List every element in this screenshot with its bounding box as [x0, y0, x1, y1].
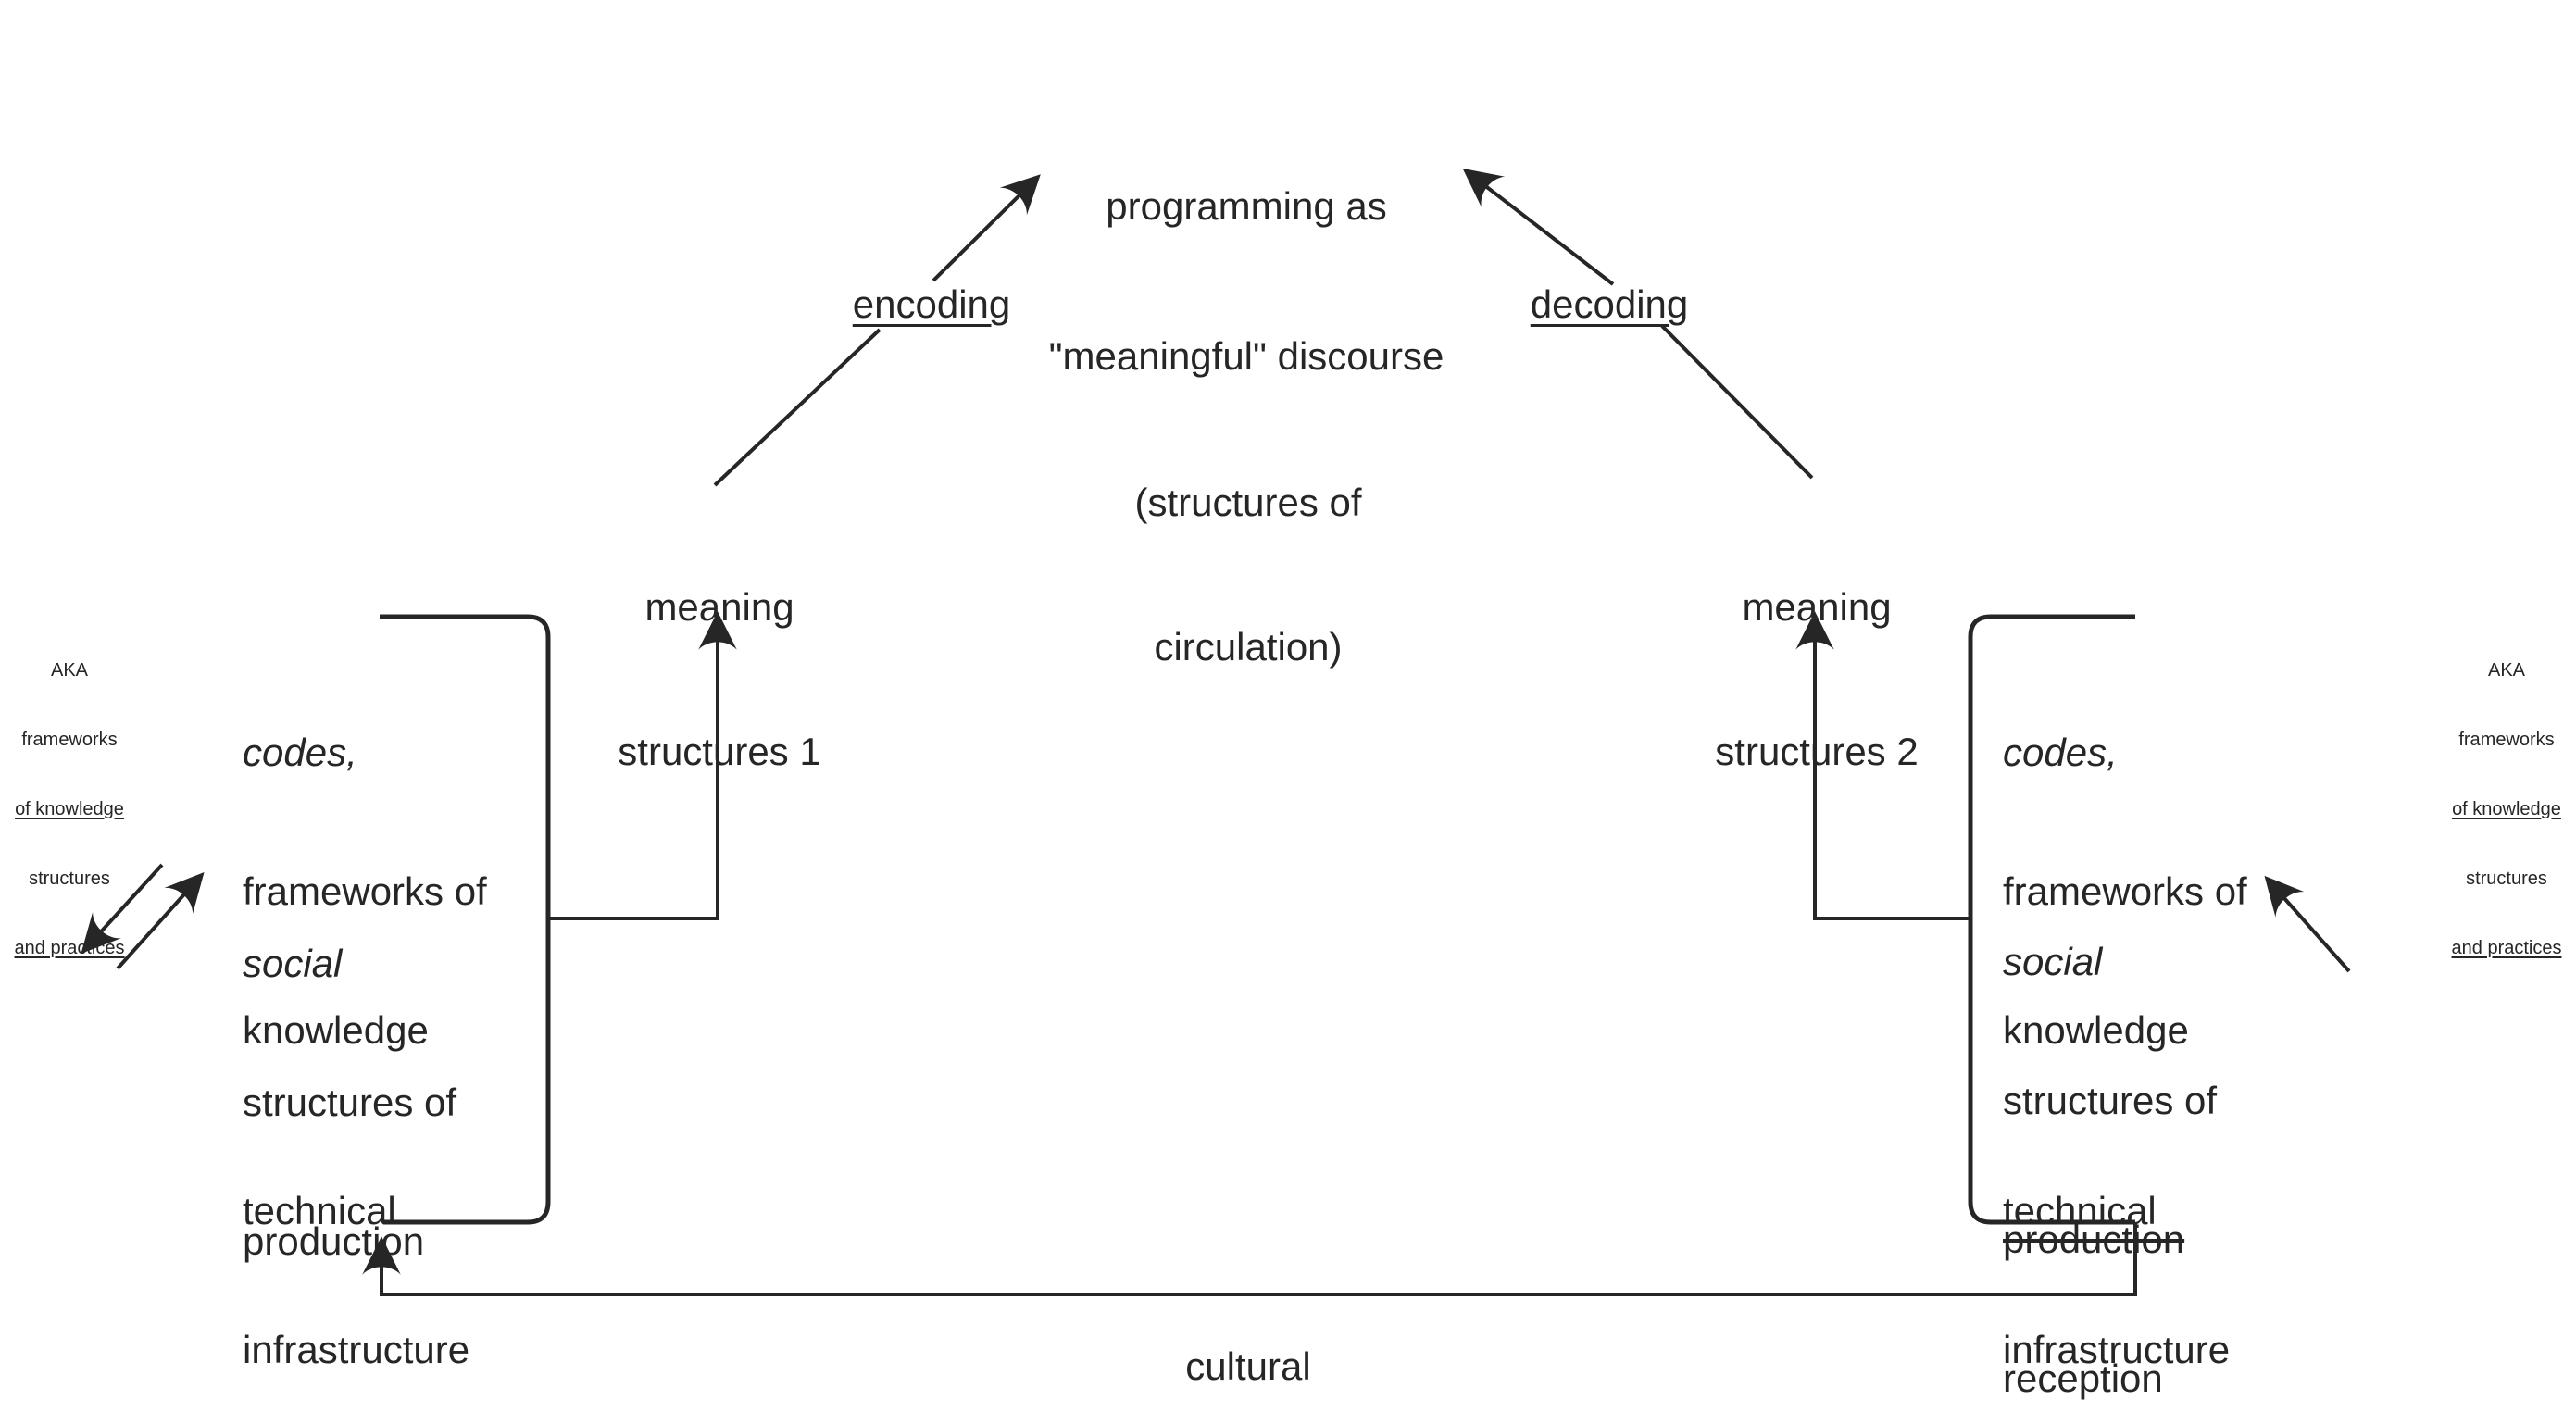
diagram-title-line2: "meaningful" discourse — [1048, 334, 1444, 378]
left-box-technical-group: technical infrastructure — [243, 1095, 469, 1412]
encoding-arrow-lower-segment — [713, 328, 882, 487]
aka-left-line2: frameworks — [21, 730, 118, 750]
aka-note-left: AKA frameworks of knowledge structures a… — [15, 613, 125, 1006]
encoding-label: encoding — [852, 282, 1011, 326]
cultural-circuit-line — [362, 1222, 2137, 1296]
left-box-codes-group: codes, frameworks of knowledge — [243, 637, 487, 1146]
left-frameworks-of-label: frameworks of — [243, 869, 487, 913]
left-technical-label: technical — [243, 1189, 396, 1232]
left-knowledge-label: knowledge — [243, 1008, 429, 1052]
right-knowledge-label: knowledge — [2003, 1008, 2189, 1052]
diagram-title-line1: programming as — [1106, 184, 1387, 228]
aka-left-line5: and practices — [14, 938, 125, 958]
left-infrastructure-label: infrastructure — [243, 1328, 470, 1371]
left-codes-label: codes, — [243, 731, 357, 774]
right-structures-of-label: structures of — [2003, 1079, 2218, 1122]
aka-right-line5: and practices — [2451, 938, 2562, 958]
decoding-arrow — [1462, 168, 1615, 286]
meaning-structures-1-arrow — [550, 611, 737, 920]
left-production-label: production — [243, 1219, 425, 1263]
right-technical-label: technical — [2003, 1189, 2157, 1232]
decoding-label: decoding — [1530, 282, 1689, 326]
right-frameworks-of-label: frameworks of — [2003, 869, 2247, 913]
meaning-structures-1-label: meaning structures 1 — [618, 487, 820, 872]
right-box-social-group: social structures of production receptio… — [2003, 846, 2217, 1412]
circulation-line2: circulation) — [1154, 625, 1343, 669]
encoding-arrow — [932, 174, 1041, 282]
left-social-label: social — [243, 942, 343, 985]
right-social-label: social — [2003, 940, 2103, 983]
right-bracket — [1968, 614, 2135, 1225]
right-pointer-arrow — [2264, 875, 2351, 973]
right-reception-label: reception — [2003, 1356, 2163, 1400]
diagram-title: programming as "meaningful" discourse — [1049, 81, 1444, 481]
aka-note-right: AKA frameworks of knowledge structures a… — [2452, 613, 2562, 1006]
left-structures-of-label: structures of — [243, 1081, 457, 1124]
cultural-circuit-label: cultural circuit — [1185, 1246, 1310, 1412]
aka-left-line4: structures — [29, 868, 110, 889]
left-box-social-group: social structures of production — [243, 848, 456, 1357]
aka-right-line4: structures — [2466, 868, 2547, 889]
left-bracket — [380, 614, 551, 1225]
aka-left-line3: of knowledge — [15, 799, 124, 819]
circulation-line1: (structures of — [1134, 481, 1362, 524]
left-exchange-arrow-down — [81, 863, 164, 955]
structures-of-circulation-label: (structures of circulation) — [1134, 382, 1361, 768]
meaning-structures-1-line1: meaning — [644, 585, 794, 629]
aka-right-line3: of knowledge — [2452, 799, 2561, 819]
meaning-structures-2-line2: structures 2 — [1715, 730, 1919, 773]
right-infrastructure-label: infrastructure — [2003, 1328, 2231, 1371]
aka-left-line1: AKA — [50, 660, 89, 681]
meaning-structures-2-arrow — [1795, 611, 1969, 920]
right-box-codes-group: codes, frameworks of knowledge — [2003, 637, 2247, 1146]
left-exchange-arrow-up — [116, 871, 205, 970]
right-codes-label: codes, — [2003, 731, 2118, 774]
right-box-technical-group: technical infrastructure — [2003, 1095, 2230, 1412]
aka-right-line1: AKA — [2487, 660, 2526, 681]
decoding-arrow-lower-segment — [1660, 324, 1814, 480]
meaning-structures-1-line2: structures 1 — [618, 730, 821, 773]
aka-right-line2: frameworks — [2458, 730, 2555, 750]
meaning-structures-2-line1: meaning — [1742, 585, 1892, 629]
meaning-structures-2-label: meaning structures 2 — [1715, 487, 1918, 872]
right-production-strikethrough-label: production — [2003, 1218, 2185, 1261]
cultural-circuit-line1: cultural — [1185, 1344, 1311, 1388]
